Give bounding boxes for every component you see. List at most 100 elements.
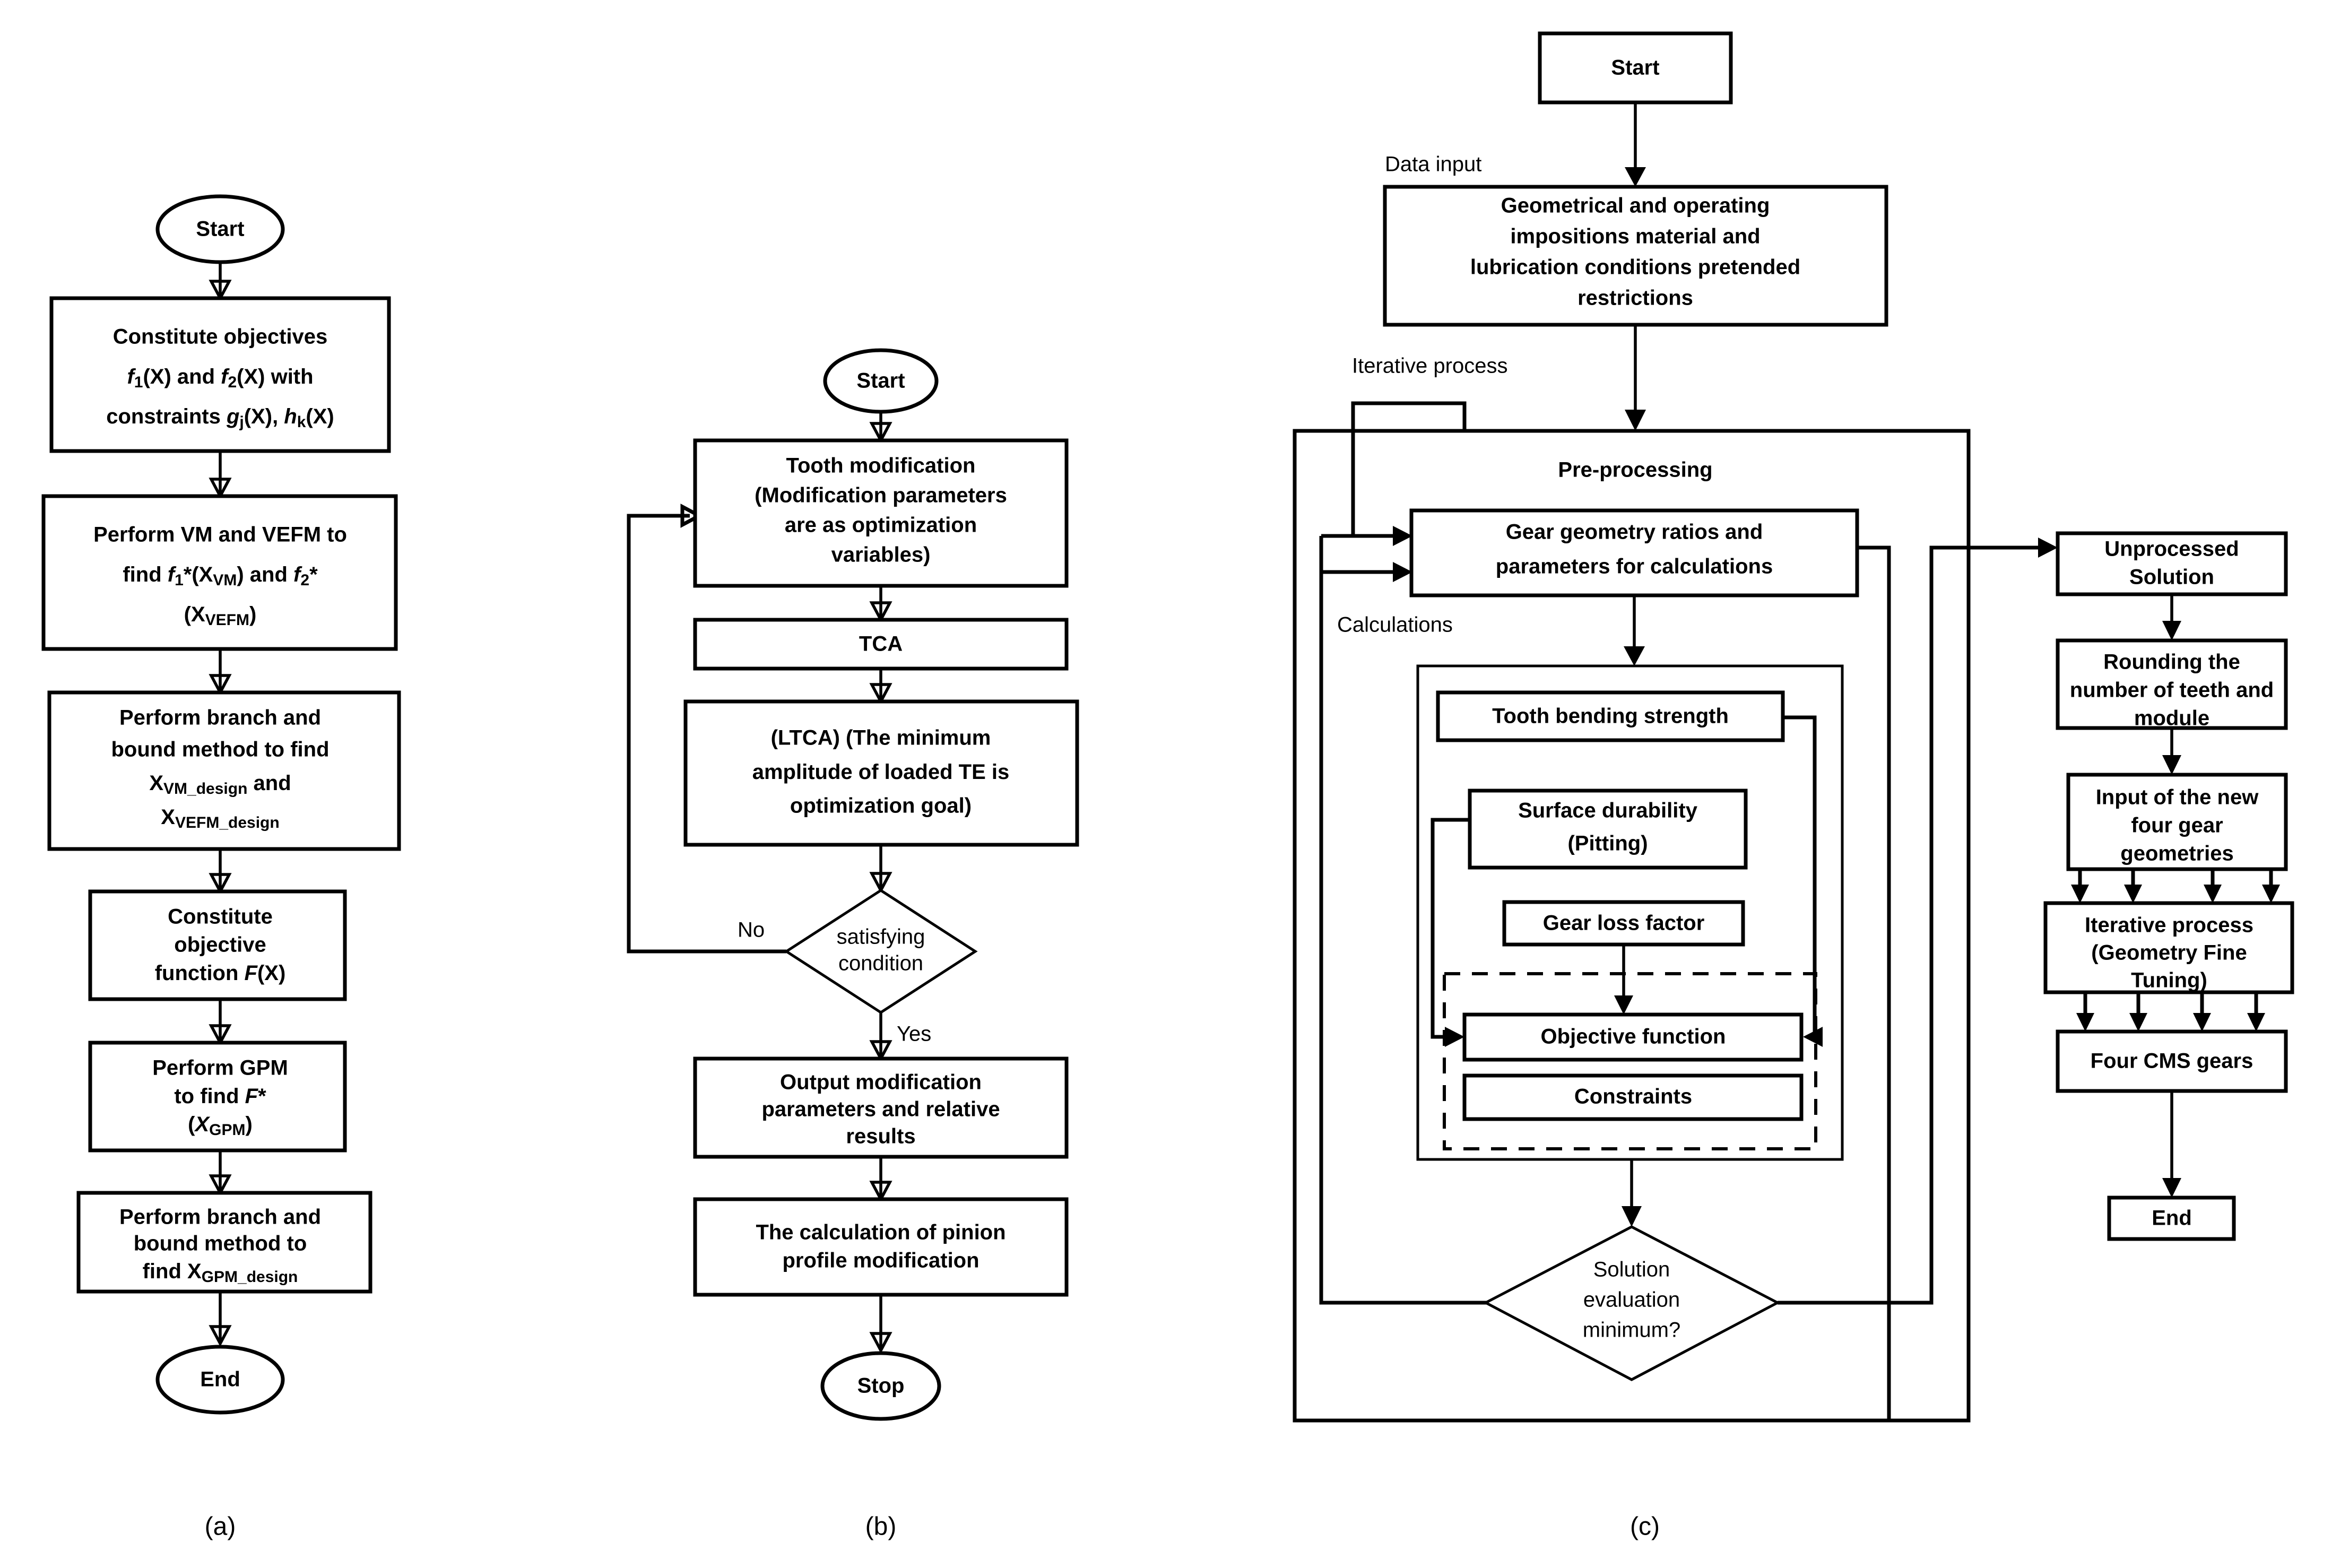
panel-c-start-box (1538, 31, 1733, 105)
panel-a-perform-gpm-line2: to find F* (174, 1085, 266, 1108)
panel-c-constraints-box (1462, 1073, 1804, 1121)
panel-b-stop-terminator (820, 1351, 941, 1421)
panel-c-surface-durability-line1: Surface durability (1518, 799, 1698, 822)
panel-c-gear-geometry-inbound-arrows (1319, 431, 1412, 582)
panel-b-ltca-line2: amplitude of loaded TE is (752, 760, 1010, 784)
panel-c-data-input-line2: impositions material and (1510, 225, 1760, 248)
panel-a-constitute-objectives-box (49, 296, 391, 453)
panel-c-constraints-label: Constraints (1574, 1085, 1692, 1108)
panel-b-output-modification-line1: Output modification (780, 1071, 982, 1094)
panel-c-rounding-line1: Rounding the (2103, 651, 2240, 674)
panel-c-unprocessed-solution-line1: Unprocessed (2104, 538, 2239, 561)
panel-c-iterative-fine-tuning-line3: Tuning) (2131, 969, 2207, 992)
panel-a-perform-gpm-line1: Perform GPM (152, 1056, 288, 1080)
panel-c-section-label-calculations: Calculations (1337, 613, 1453, 637)
panel-a-branch-bound-2-line1: Perform branch and (119, 1206, 321, 1229)
panel-c-iterative-fine-tuning-line2: (Geometry Fine (2091, 941, 2247, 965)
panel-c-rounding-line2: number of teeth and (2070, 679, 2274, 702)
panel-c-iterative-hook (1351, 401, 1467, 431)
panel-c-gear-geometry-line2: parameters for calculations (1496, 555, 1773, 578)
panel-b-start-terminator (823, 348, 939, 414)
panel-a-constitute-objectives-line1: Constitute objectives (113, 325, 328, 349)
panel-b-connectors (627, 413, 892, 1354)
panel-c-end-label: End (2152, 1207, 2192, 1230)
panel-a-constitute-function-line2: objective (174, 933, 266, 957)
panel-c-preprocessing-frame (1293, 429, 1971, 1423)
panel-b-tca-box (693, 618, 1069, 671)
panel-a-branch-bound-1-line3: XVM_design and (149, 772, 291, 798)
panel-a-perform-gpm-line3: (XGPM) (188, 1113, 253, 1139)
panel-c-objective-function-label: Objective function (1541, 1025, 1726, 1049)
panel-a-constitute-function-line3: function F(X) (155, 961, 286, 985)
panel-c-data-input-box (1383, 185, 1888, 327)
panel-a-end-label: End (200, 1368, 240, 1391)
panel-a-branch-bound-2-line3: find XGPM_design (143, 1260, 298, 1286)
panel-c-unprocessed-solution-line2: Solution (2129, 566, 2214, 589)
panel-c-left-return-loop (1319, 536, 1518, 1305)
panel-a-caption: (a) (205, 1513, 236, 1541)
panel-a-start-label: Start (196, 218, 244, 241)
panel-c-rounding-line3: module (2134, 707, 2209, 730)
panel-b-output-modification-line2: parameters and relative (761, 1098, 1000, 1121)
panel-c-four-arrows-to-cms-gears (2076, 992, 2265, 1032)
panel-a-constitute-objectives-line3: constraints gj(X), hk(X) (106, 405, 334, 431)
panel-b-start-label: Start (856, 369, 905, 393)
panel-b-tooth-modification-line4: variables) (831, 543, 931, 567)
panel-b-pinion-profile-box (693, 1197, 1069, 1297)
panel-b: Start Tooth modification (Modification p… (627, 348, 1079, 1541)
panel-c-decision-line2: evaluation (1583, 1288, 1680, 1312)
panel-c-section-label-pre-processing: Pre-processing (1558, 458, 1712, 482)
panel-c-section-label-iterative-process: Iterative process (1352, 354, 1507, 378)
panel-c-input-new-geometries-line3: geometries (2120, 842, 2233, 865)
panel-a-end-terminator (155, 1345, 285, 1415)
panel-c-data-input-line1: Geometrical and operating (1501, 194, 1770, 218)
panel-a-constitute-function-line1: Constitute (168, 905, 273, 929)
panel-c-section-label-data-input: Data input (1385, 153, 1481, 176)
panel-c-input-new-geometries-line2: four gear (2131, 814, 2223, 837)
panel-b-tooth-modification-line3: are as optimization (785, 514, 977, 537)
panel-c-four-cms-gears-label: Four CMS gears (2091, 1050, 2253, 1073)
panel-a-branch-bound-2-box (76, 1191, 372, 1294)
panel-c-unprocessed-solution-box (2056, 531, 2288, 596)
panel-c-iterative-fine-tuning-line1: Iterative process (2085, 914, 2253, 937)
panel-b-ltca-box (683, 699, 1079, 847)
panel-a-constitute-objectives-line2: f1(X) and f2(X) with (127, 365, 313, 391)
panel-a-perform-vm-vefm-line2: find f1*(XVM) and f2* (123, 563, 318, 589)
panel-c-iterative-fine-tuning-box (2043, 901, 2294, 994)
panel-a-perform-vm-vefm-line3: (XVEFM) (184, 603, 257, 629)
panel-c-decision-line1: Solution (1593, 1258, 1670, 1281)
panel-b-tooth-modification-line1: Tooth modification (786, 454, 976, 478)
panel-b-decision-line2: condition (838, 952, 923, 975)
panel-b-pinion-profile-line2: profile modification (782, 1249, 979, 1272)
panel-b-tooth-modification-box (693, 438, 1069, 588)
panel-c-gear-geometry-box (1409, 508, 1859, 597)
panel-c-gear-loss-factor-label: Gear loss factor (1543, 912, 1705, 935)
panel-b-tooth-modification-line2: (Modification parameters (755, 484, 1007, 507)
panel-b-tca-label: TCA (859, 633, 903, 656)
panel-c-data-input-line4: restrictions (1577, 287, 1693, 310)
panel-c-gear-geometry-line1: Gear geometry ratios and (1506, 521, 1763, 544)
panel-c: Start Data input Geometrical and operati… (1293, 31, 2294, 1541)
panel-c-objective-constraints-dashed-group (1443, 972, 1817, 1150)
panel-c-surface-durability-box (1468, 789, 1748, 870)
panel-a-branch-bound-1-line2: bound method to find (111, 738, 330, 761)
panel-a: Start Constitute objectives f1(X) and f2… (41, 194, 401, 1541)
panel-c-decision-right-exit (1778, 538, 2058, 1420)
panel-a-perform-vm-vefm-box (41, 494, 398, 651)
panel-a-perform-gpm-box (88, 1041, 347, 1153)
panel-a-perform-vm-vefm-line1: Perform VM and VEFM to (93, 523, 347, 547)
panel-c-decision-line3: minimum? (1583, 1319, 1680, 1342)
panel-c-input-new-geometries-box (2066, 773, 2288, 871)
panel-b-stop-label: Stop (857, 1374, 905, 1398)
panel-c-decision-diamond (1483, 1225, 1781, 1381)
panel-b-ltca-line1: (LTCA) (The minimum (771, 726, 991, 750)
panel-a-branch-bound-1-box (47, 690, 401, 851)
panel-c-four-arrows-to-fine-tuning (2071, 869, 2280, 903)
panel-c-calculations-frame (1416, 664, 1844, 1161)
panel-b-output-modification-line3: results (846, 1125, 915, 1148)
panel-a-connectors (209, 254, 232, 1347)
panel-c-rounding-box (2056, 638, 2288, 730)
panel-a-constitute-function-box (88, 889, 347, 1001)
panel-c-start-label: Start (1611, 56, 1659, 80)
